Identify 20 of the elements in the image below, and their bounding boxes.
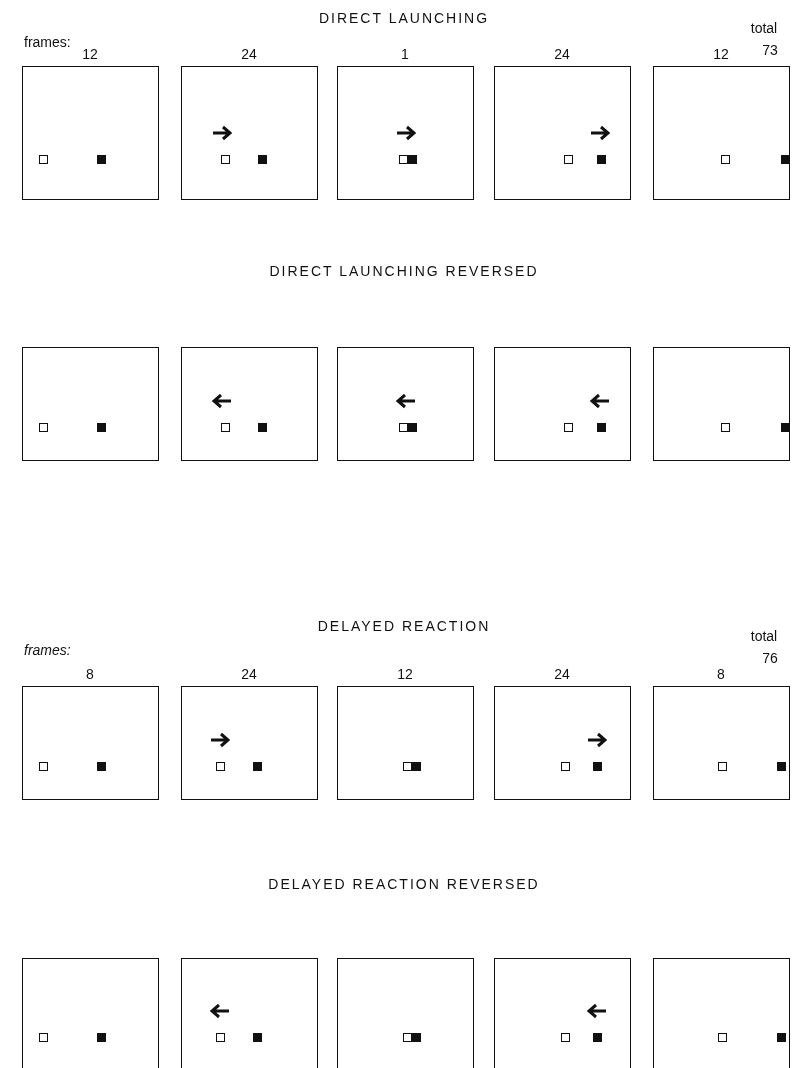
frame-count: 1 bbox=[401, 46, 409, 62]
total-label: total bbox=[750, 628, 778, 644]
condition-title: DELAYED REACTION bbox=[317, 618, 491, 634]
total-count: 73 bbox=[762, 42, 778, 58]
frame-count: 12 bbox=[397, 666, 413, 682]
frame-count: 8 bbox=[86, 666, 94, 682]
frame-count: 12 bbox=[82, 46, 98, 62]
total-count: 76 bbox=[762, 650, 778, 666]
frame-count: 24 bbox=[241, 46, 257, 62]
frames-label: frames: bbox=[24, 34, 71, 50]
total-label: total bbox=[750, 20, 778, 36]
condition-title: DELAYED REACTION REVERSED bbox=[268, 876, 540, 892]
frame-count: 12 bbox=[713, 46, 729, 62]
frames-label: frames: bbox=[24, 642, 71, 658]
frame-count: 24 bbox=[241, 666, 257, 682]
frame-count: 24 bbox=[554, 666, 570, 682]
condition-title: DIRECT LAUNCHING bbox=[318, 10, 490, 26]
frame-count: 24 bbox=[554, 46, 570, 62]
frame-count: 8 bbox=[717, 666, 725, 682]
condition-title: DIRECT LAUNCHING REVERSED bbox=[269, 263, 539, 279]
